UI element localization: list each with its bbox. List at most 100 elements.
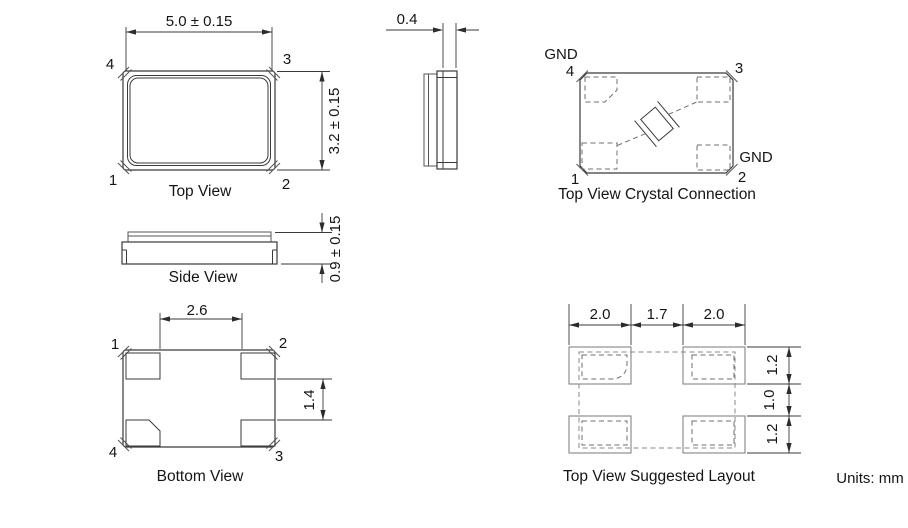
connection-gnd-right-label: GND — [739, 149, 773, 166]
bottom-view-pin1-label: 1 — [111, 336, 119, 353]
top-view-height-dimension: 3.2 ± 0.15 — [277, 71, 343, 171]
layout-crystal-pad3-dashed — [691, 354, 735, 380]
connection-corner-notches — [576, 70, 738, 176]
bottom-view-group: 2.6 1.4 1 2 4 3 Bottom View — [109, 302, 332, 485]
arrow-down-icon — [786, 443, 792, 453]
bottom-view-pin4-label: 4 — [109, 444, 117, 461]
units-note: Units: mm — [836, 470, 904, 487]
top-view-width-label: 5.0 ± 0.15 — [166, 13, 233, 30]
layout-row-gap-label: 1.0 — [761, 390, 778, 411]
top-view-corner-notches — [117, 66, 281, 175]
arrow-right-icon — [621, 322, 631, 328]
connection-pad1 — [581, 142, 618, 170]
bottom-view-corner-notches — [117, 345, 281, 452]
arrow-right-icon — [433, 27, 443, 33]
bottom-view-package-outline — [122, 349, 276, 448]
arrow-right-icon — [232, 316, 242, 322]
side-view-caption: Side View — [169, 269, 238, 286]
crystal-electrodes — [634, 101, 680, 147]
end-view-body — [436, 70, 458, 170]
connection-pad4 — [584, 76, 618, 103]
bottom-view-caption: Bottom View — [157, 468, 245, 485]
top-view-pin4-label: 4 — [106, 56, 114, 73]
top-view-width-dimension: 5.0 ± 0.15 — [125, 13, 273, 70]
connection-package-outline — [579, 72, 734, 174]
arrow-up-icon — [786, 416, 792, 426]
arrow-up-icon — [786, 347, 792, 357]
arrow-down-icon — [319, 222, 325, 233]
connection-pin4-label: 4 — [566, 63, 574, 80]
connection-gnd-top-label: GND — [544, 46, 578, 63]
arrow-up-icon — [786, 384, 792, 394]
end-view-thickness-label: 0.4 — [397, 11, 418, 28]
side-view-height-dimension: 0.9 ± 0.15 — [275, 213, 344, 283]
layout-land-pad-tr — [682, 346, 746, 385]
side-view-group: 0.9 ± 0.15 Side View — [121, 213, 344, 286]
layout-view-group: 2.0 1.7 2.0 1.2 1.0 1.2 Top View Suggest… — [563, 304, 801, 485]
arrow-left-icon — [683, 322, 693, 328]
layout-crystal-pad4-dashed — [581, 354, 628, 380]
arrow-down-icon — [320, 410, 326, 420]
arrow-right-icon — [262, 29, 272, 35]
end-view-lid — [423, 73, 438, 167]
arrow-up-icon — [319, 71, 325, 82]
layout-land-pad-br — [682, 415, 746, 454]
top-view-caption: Top View — [169, 183, 232, 200]
bottom-view-pad3 — [240, 419, 276, 447]
layout-crystal-pad1-dashed — [581, 420, 628, 446]
layout-pad-width-right-label: 2.0 — [704, 306, 725, 323]
crystal-symbol — [634, 101, 680, 147]
layout-land-pad-bl — [568, 415, 632, 454]
layout-crystal-pad2-dashed — [691, 420, 735, 446]
arrow-right-icon — [735, 322, 745, 328]
side-view-height-label: 0.9 ± 0.15 — [327, 216, 344, 283]
side-view-lid — [127, 231, 272, 243]
connection-pin2-label: 2 — [738, 169, 746, 186]
connection-pin3-label: 3 — [735, 60, 743, 77]
connection-view-caption: Top View Crystal Connection — [558, 186, 756, 203]
arrow-down-icon — [319, 160, 325, 170]
layout-right-dimensions: 1.2 1.0 1.2 — [747, 346, 801, 454]
arrow-left-icon — [631, 322, 641, 328]
connection-pin1-label: 1 — [571, 171, 579, 188]
arrow-up-icon — [319, 264, 325, 274]
bottom-view-span-dimension: 2.6 — [159, 302, 243, 349]
crystal-leads — [615, 100, 700, 147]
arrow-left-icon — [126, 29, 136, 35]
layout-view-caption: Top View Suggested Layout — [563, 468, 756, 485]
arrow-up-icon — [320, 379, 326, 389]
arrow-right-icon — [673, 322, 683, 328]
connection-pad3 — [696, 76, 731, 103]
top-view-pin2-label: 2 — [282, 176, 290, 193]
connection-pad2 — [696, 144, 731, 171]
top-view-lid-seam — [129, 77, 269, 164]
end-view-thickness-dimension — [386, 23, 479, 68]
top-view-package-outline — [122, 70, 276, 171]
layout-top-dimensions: 2.0 1.7 2.0 — [568, 304, 746, 345]
top-view-group: 5.0 ± 0.15 3.2 ± 0.15 4 3 1 2 Top View — [106, 13, 343, 200]
bottom-view-pad2 — [240, 352, 276, 380]
bottom-view-pin2-label: 2 — [279, 335, 287, 352]
top-view-height-label: 3.2 ± 0.15 — [326, 88, 343, 155]
end-view-body-lines — [437, 71, 457, 169]
end-view-group: 0.4 — [386, 11, 479, 170]
layout-land-pad-tl — [568, 346, 632, 385]
top-view-pin3-label: 3 — [283, 51, 291, 68]
layout-pad-height-top-label: 1.2 — [764, 355, 781, 376]
side-view-body — [121, 241, 278, 265]
top-view-pin1-label: 1 — [109, 172, 117, 189]
crystal-body — [640, 106, 674, 142]
arrow-left-icon — [160, 316, 170, 322]
bottom-view-gap-label: 1.4 — [301, 390, 318, 411]
arrow-left-icon — [456, 27, 466, 33]
bottom-view-pad1 — [125, 352, 161, 380]
top-view-lid-outline — [127, 75, 271, 166]
bottom-view-pad4 — [125, 419, 161, 447]
bottom-view-pin3-label: 3 — [275, 448, 283, 465]
arrow-down-icon — [786, 406, 792, 416]
connection-view-group: GND 4 3 1 2 GND Top View Crystal Connect… — [544, 46, 773, 203]
layout-pad-height-bottom-label: 1.2 — [764, 424, 781, 445]
bottom-view-span-label: 2.6 — [187, 302, 208, 319]
